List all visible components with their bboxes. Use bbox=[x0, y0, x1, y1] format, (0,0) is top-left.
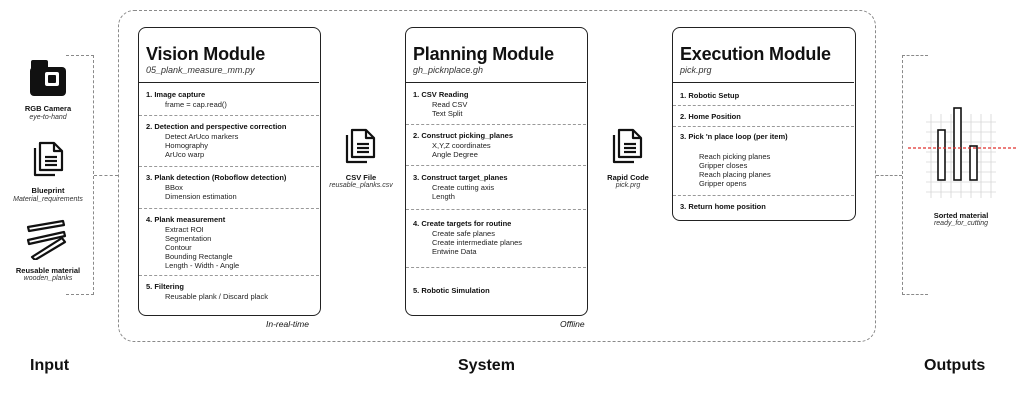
planning-section-item: Entwine Data bbox=[432, 247, 477, 256]
vision-section-item: Extract ROI bbox=[165, 225, 204, 234]
planning-section-title: 3. Construct target_planes bbox=[413, 173, 508, 182]
vision-section-item: BBox bbox=[165, 183, 183, 192]
section-separator bbox=[406, 124, 586, 125]
execution-module-title: Execution Module bbox=[680, 44, 831, 64]
section-separator bbox=[139, 208, 319, 209]
execution-module-file: pick.prg bbox=[680, 65, 712, 75]
execution-section-item: Gripper closes bbox=[699, 161, 748, 170]
vision-section-title: 2. Detection and perspective correction bbox=[146, 122, 287, 131]
section-separator bbox=[673, 126, 854, 127]
execution-divider bbox=[673, 82, 854, 83]
section-separator bbox=[139, 275, 319, 276]
execution-section-title: 2. Home Position bbox=[680, 112, 741, 121]
planks-icon bbox=[25, 218, 69, 262]
vision-module: Vision Module 05_plank_measure_mm.py 1. … bbox=[138, 27, 321, 316]
planning-module-title: Planning Module bbox=[413, 44, 554, 64]
input-column-label: Input bbox=[30, 357, 70, 374]
input-sub-blueprint: Material_requirements bbox=[13, 196, 83, 203]
vision-section-item: Homography bbox=[165, 141, 208, 150]
planning-section-title: 4. Create targets for routine bbox=[413, 219, 512, 228]
vision-section-item: Bounding Rectangle bbox=[165, 252, 233, 261]
planning-section-title: 1. CSV Reading bbox=[413, 90, 469, 99]
camera-icon bbox=[28, 60, 68, 98]
section-separator bbox=[139, 115, 319, 116]
section-separator bbox=[406, 209, 586, 210]
output-bracket bbox=[902, 55, 928, 295]
planning-section-item: Read CSV bbox=[432, 100, 468, 109]
vision-section-item: Reusable plank / Discard plack bbox=[165, 292, 268, 301]
vision-section-item: Dimension estimation bbox=[165, 192, 237, 201]
system-boundary bbox=[118, 10, 876, 342]
vision-divider bbox=[139, 82, 319, 83]
vision-section-item: frame = cap.read() bbox=[165, 100, 227, 109]
planning-section-item: X,Y,Z coordinates bbox=[432, 141, 491, 150]
document-icon bbox=[345, 128, 377, 164]
input-bracket bbox=[66, 55, 94, 295]
section-separator bbox=[139, 166, 319, 167]
vision-section-title: 5. Filtering bbox=[146, 282, 184, 291]
input-sub-camera: eye-to-hand bbox=[29, 114, 67, 121]
vision-section-item: Detect ArUco markers bbox=[165, 132, 239, 141]
vision-section-item: Length - Width - Angle bbox=[165, 261, 240, 270]
planning-module: Planning Module gh_picknplace.gh 1. CSV … bbox=[405, 27, 588, 316]
vision-section-item: Segmentation bbox=[165, 234, 212, 243]
planning-section-title: 2. Construct picking_planes bbox=[413, 131, 514, 140]
execution-section-title: 1. Robotic Setup bbox=[680, 91, 740, 100]
input-label-blueprint: Blueprint bbox=[31, 186, 65, 195]
outputs-column-label: Outputs bbox=[924, 357, 986, 374]
section-separator bbox=[406, 165, 586, 166]
planning-section-item: Text Split bbox=[432, 109, 463, 118]
execution-section-item: Reach placing planes bbox=[699, 170, 771, 179]
planning-section-item: Create intermediate planes bbox=[432, 238, 523, 247]
output-connector bbox=[876, 175, 902, 176]
input-label-material: Reusable material bbox=[15, 266, 81, 275]
execution-section-title: 3. Pick 'n place loop (per item) bbox=[680, 132, 788, 141]
document-icon bbox=[33, 141, 65, 177]
vision-section-item: ArUco warp bbox=[165, 150, 205, 159]
vision-module-title: Vision Module bbox=[146, 44, 266, 64]
csv-file-label: CSV File bbox=[345, 173, 377, 182]
planning-divider bbox=[406, 82, 586, 83]
planning-module-footer: Offline bbox=[560, 319, 585, 329]
vision-section-item: Contour bbox=[165, 243, 192, 252]
system-column-label: System bbox=[458, 357, 515, 374]
rapid-code-label: Rapid Code bbox=[607, 173, 649, 182]
planning-section-item: Angle Degree bbox=[432, 150, 478, 159]
section-separator bbox=[673, 195, 854, 196]
input-connector bbox=[94, 175, 118, 176]
output-sub: ready_for_cutting bbox=[933, 220, 989, 227]
rapid-code-sub: pick.prg bbox=[615, 182, 641, 189]
execution-section-item: Reach picking planes bbox=[699, 152, 771, 161]
vision-section-title: 1. Image capture bbox=[146, 90, 206, 99]
vision-section-title: 3. Plank detection (Roboflow detection) bbox=[146, 173, 287, 182]
planning-section-title: 5. Robotic Simulation bbox=[413, 286, 490, 295]
sorted-bars-icon bbox=[908, 100, 1018, 210]
input-label-camera: RGB Camera bbox=[24, 104, 72, 113]
section-separator bbox=[673, 105, 854, 106]
planning-section-item: Create cutting axis bbox=[432, 183, 495, 192]
execution-module: Execution Module pick.prg 1. Robotic Set… bbox=[672, 27, 856, 221]
vision-module-footer: In-real-time bbox=[266, 319, 309, 329]
vision-section-title: 4. Plank measurement bbox=[146, 215, 226, 224]
output-label: Sorted material bbox=[933, 211, 989, 220]
planning-module-file: gh_picknplace.gh bbox=[413, 65, 484, 75]
planning-section-item: Create safe planes bbox=[432, 229, 495, 238]
execution-section-title: 3. Return home position bbox=[680, 202, 766, 211]
csv-file-sub: reusable_planks.csv bbox=[329, 182, 393, 189]
execution-section-item: Gripper opens bbox=[699, 179, 747, 188]
section-separator bbox=[406, 267, 586, 268]
planning-section-item: Length bbox=[432, 192, 455, 201]
input-sub-material: wooden_planks bbox=[23, 275, 73, 282]
document-icon bbox=[612, 128, 644, 164]
vision-module-file: 05_plank_measure_mm.py bbox=[146, 65, 255, 75]
